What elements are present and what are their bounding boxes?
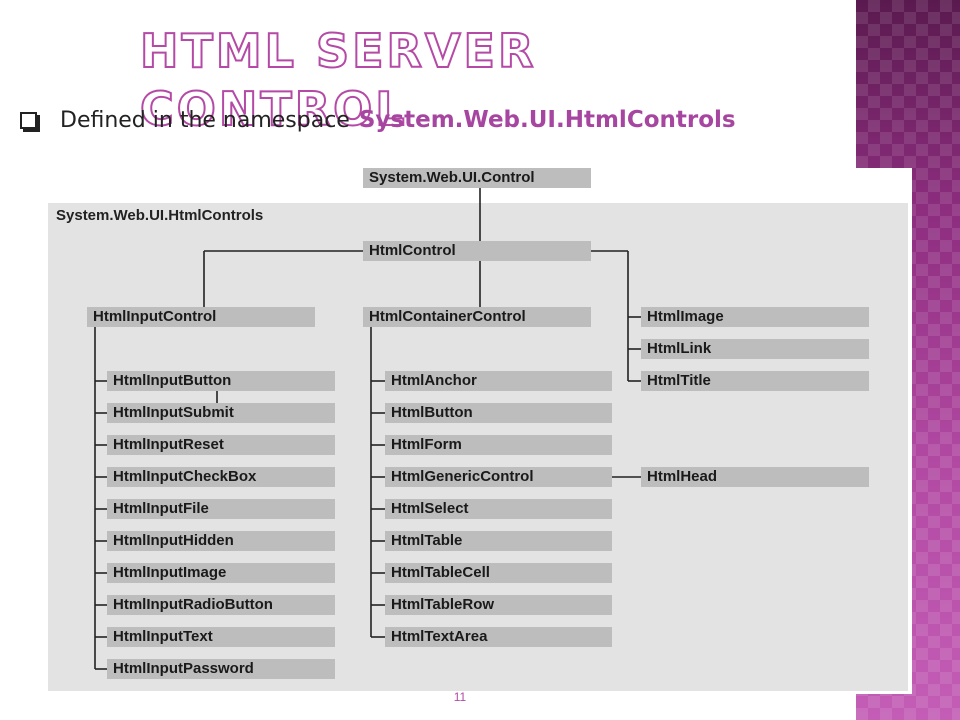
bullet-item: Defined in the namespace System.Web.UI.H… <box>20 100 736 140</box>
node-html-link: HtmlLink <box>641 339 869 359</box>
node-system-web-ui-control: System.Web.UI.Control <box>363 168 591 188</box>
node-html-table: HtmlTable <box>385 531 612 551</box>
node-html-input-text: HtmlInputText <box>107 627 335 647</box>
node-html-input-radio-button: HtmlInputRadioButton <box>107 595 335 615</box>
node-html-input-password: HtmlInputPassword <box>107 659 335 679</box>
node-html-title: HtmlTitle <box>641 371 869 391</box>
node-html-form: HtmlForm <box>385 435 612 455</box>
node-html-input-image: HtmlInputImage <box>107 563 335 583</box>
node-html-text-area: HtmlTextArea <box>385 627 612 647</box>
bullet-text: Defined in the namespace <box>60 107 350 133</box>
bullet-namespace: System.Web.UI.HtmlControls <box>358 107 736 133</box>
node-html-input-button: HtmlInputButton <box>107 371 335 391</box>
node-html-input-submit: HtmlInputSubmit <box>107 403 335 423</box>
node-html-input-control: HtmlInputControl <box>87 307 315 327</box>
node-html-anchor: HtmlAnchor <box>385 371 612 391</box>
node-html-button: HtmlButton <box>385 403 612 423</box>
node-html-input-hidden: HtmlInputHidden <box>107 531 335 551</box>
page-number: 11 <box>453 690 467 704</box>
node-html-container-control: HtmlContainerControl <box>363 307 591 327</box>
node-html-table-cell: HtmlTableCell <box>385 563 612 583</box>
node-html-generic-control: HtmlGenericControl <box>385 467 612 487</box>
namespace-label: System.Web.UI.HtmlControls <box>56 207 264 224</box>
node-html-select: HtmlSelect <box>385 499 612 519</box>
node-html-image: HtmlImage <box>641 307 869 327</box>
checkbox-bullet-icon <box>20 111 37 129</box>
node-html-table-row: HtmlTableRow <box>385 595 612 615</box>
slide-title: HTML SERVER CONTROL <box>139 23 537 137</box>
node-html-input-checkbox: HtmlInputCheckBox <box>107 467 335 487</box>
node-html-input-file: HtmlInputFile <box>107 499 335 519</box>
node-html-control: HtmlControl <box>363 241 591 261</box>
node-html-input-reset: HtmlInputReset <box>107 435 335 455</box>
node-html-head: HtmlHead <box>641 467 869 487</box>
